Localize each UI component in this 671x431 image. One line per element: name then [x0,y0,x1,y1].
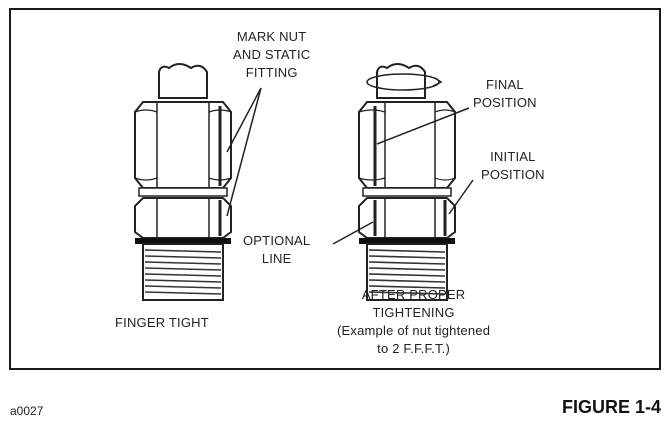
optional-label-line2: LINE [261,251,292,266]
after-label-line1: AFTER PROPER [361,287,466,302]
mark-label-line1: MARK NUT [236,29,307,44]
final-position-label: FINAL POSITION [473,76,537,112]
right-body-hex [358,197,456,239]
initial-label-line2: POSITION [481,167,545,182]
final-label-line2: POSITION [473,95,537,110]
after-label-line2: TIGHTENING [372,305,455,320]
left-thread-lines [144,249,222,295]
left-nut [134,101,232,189]
mark-label-line3: FITTING [245,65,298,80]
figure-label: FIGURE 1-4 [561,397,661,417]
finger-tight-label: FINGER TIGHT [115,315,209,330]
figure-frame: MARK NUT AND STATIC FITTING FINAL POSITI… [9,8,661,370]
optional-line-label: OPTIONAL LINE [243,232,310,268]
left-body-hex [134,197,232,239]
right-tube [376,63,426,99]
figure-code: a0027 [10,404,44,418]
optional-label-line1: OPTIONAL [243,233,311,248]
after-label-line3: (Example of nut tightened [337,323,491,338]
initial-label-line1: INITIAL [490,149,536,164]
left-fitting [134,63,232,301]
after-tightening-label: AFTER PROPER TIGHTENING (Example of nut … [337,286,490,358]
after-label-line4: to 2 F.F.F.T.) [377,341,451,356]
left-tube [158,63,208,99]
fitting-diagram [134,63,474,301]
initial-position-label: INITIAL POSITION [481,148,545,184]
right-thread-lines [368,249,446,295]
rotation-arrow [366,73,440,91]
final-label-line1: FINAL [485,77,524,92]
mark-label-line2: AND STATIC [233,47,311,62]
mark-label: MARK NUT AND STATIC FITTING [233,28,310,82]
right-nut [358,101,456,189]
